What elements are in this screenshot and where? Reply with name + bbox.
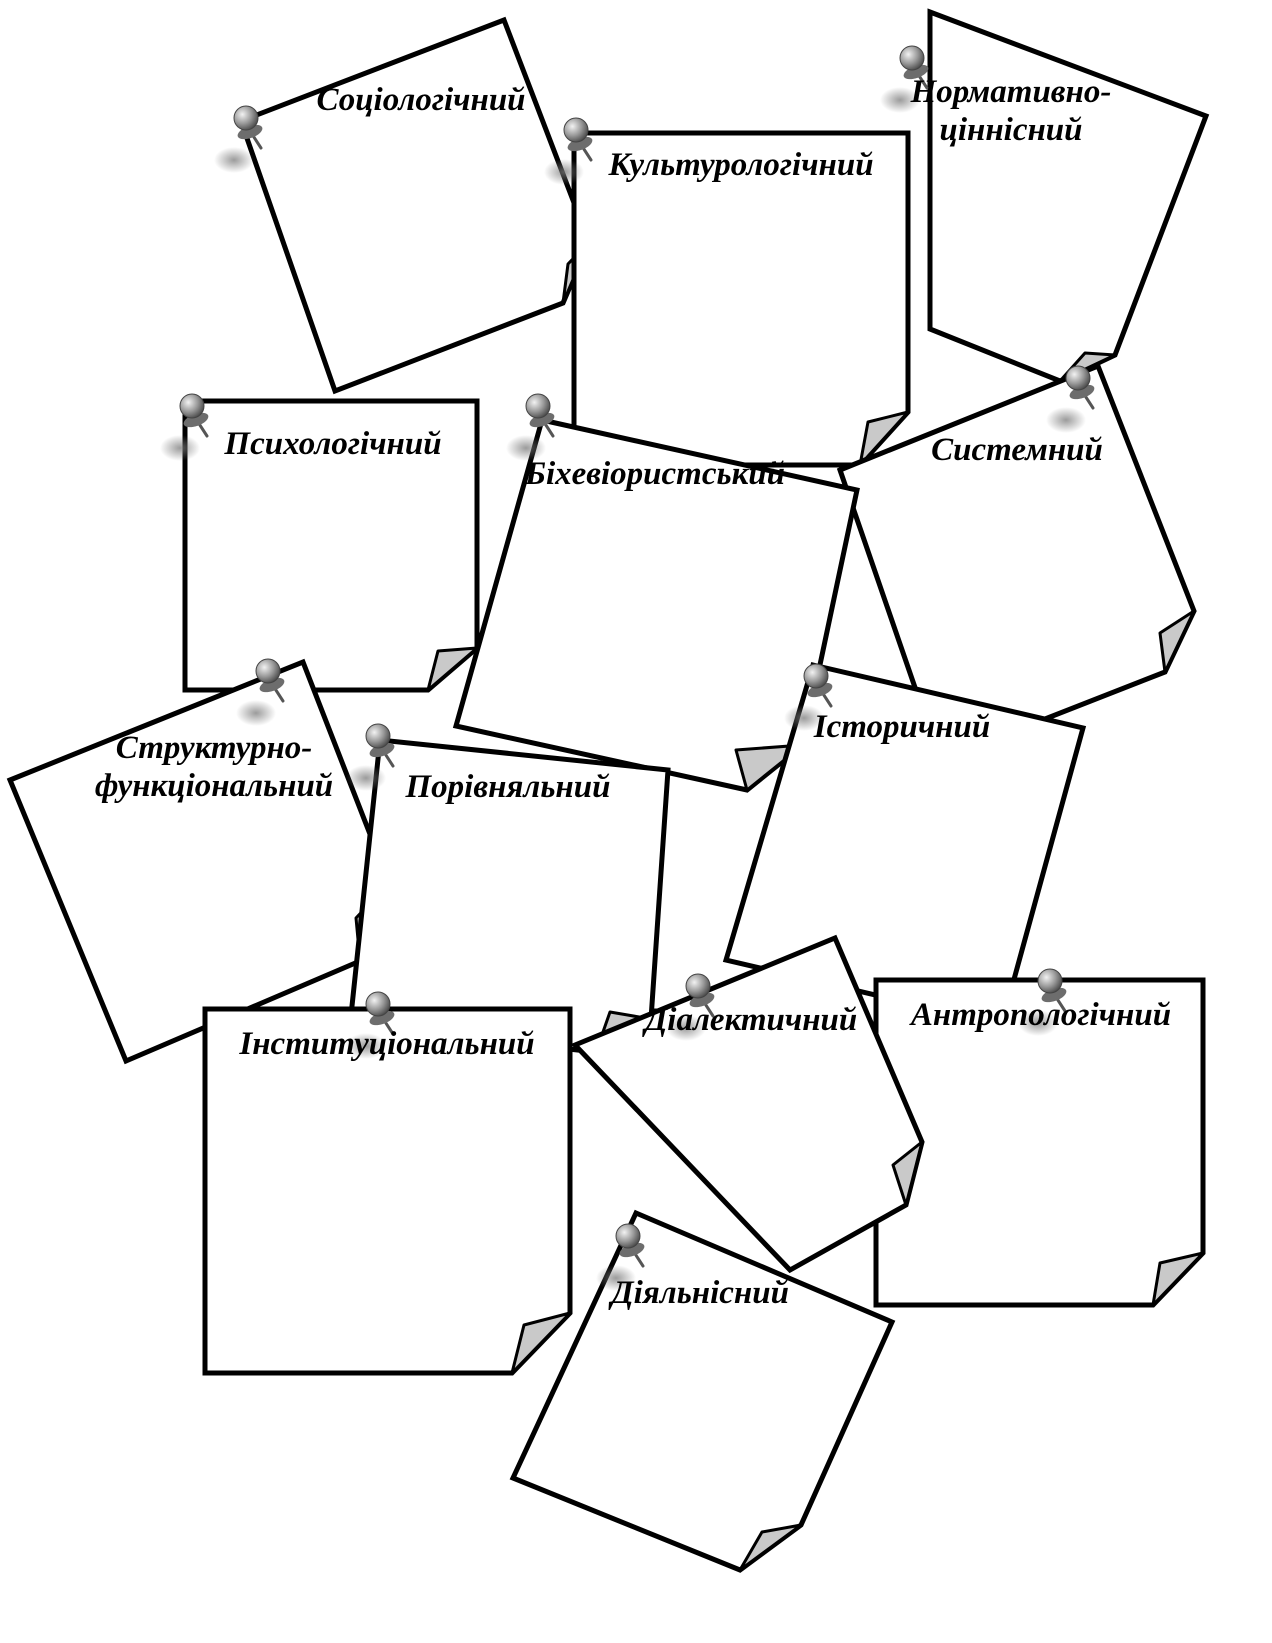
note-label-line: Культурологічний bbox=[607, 147, 873, 183]
note-label-line: Структурно- bbox=[116, 730, 313, 766]
note-label-line: Історичний bbox=[813, 709, 990, 745]
note-label: Порівняльний bbox=[405, 769, 611, 805]
note-label-line: Соціологічний bbox=[316, 82, 525, 118]
note-label: Діяльнісний bbox=[608, 1275, 789, 1311]
note-label-line: Антропологічний bbox=[909, 997, 1171, 1033]
sticky-note-kulturolohichnyi: Культурологічний bbox=[544, 118, 908, 465]
sticky-note-antropolohichnyi: Антропологічний bbox=[876, 969, 1203, 1305]
note-label: Діалектичний bbox=[642, 1002, 857, 1038]
note-label-line: Системний bbox=[931, 432, 1103, 468]
note-label: Системний bbox=[931, 432, 1103, 468]
note-paper bbox=[205, 1009, 570, 1373]
note-label-line: Порівняльний bbox=[405, 769, 611, 805]
note-label: Психологічний bbox=[223, 426, 441, 462]
sticky-note-psykholohichnyi: Психологічний bbox=[160, 394, 477, 690]
note-label-line: Інституціональний bbox=[238, 1026, 534, 1062]
note-label-line: функціональний bbox=[95, 768, 333, 804]
note-label-line: Психологічний bbox=[223, 426, 441, 462]
note-label: Антропологічний bbox=[909, 997, 1171, 1033]
sticky-note-instytutsionalnyi: Інституціональний bbox=[205, 992, 570, 1373]
note-label-line: Нормативно- bbox=[910, 74, 1112, 110]
note-label: Культурологічний bbox=[607, 147, 873, 183]
note-label-line: ціннісний bbox=[939, 112, 1082, 148]
note-paper bbox=[10, 662, 389, 1061]
note-label: Соціологічний bbox=[316, 82, 525, 118]
note-label: Інституціональний bbox=[238, 1026, 534, 1062]
note-paper bbox=[930, 12, 1206, 381]
note-label-line: Діяльнісний bbox=[608, 1275, 789, 1311]
note-label: Історичний bbox=[813, 709, 990, 745]
note-label-line: Біхевіористський bbox=[524, 456, 785, 492]
note-label: Біхевіористський bbox=[524, 456, 785, 492]
sticky-note-strukturno-funktsionalnyi: Структурно-функціональний bbox=[10, 659, 389, 1061]
sticky-note-porivnialnyi: Порівняльний bbox=[346, 724, 668, 1052]
sticky-note-normatyvno-tsinnisnyi: Нормативно-ціннісний bbox=[880, 12, 1206, 381]
sticky-note-sotsiolohichnyi: Соціологічний bbox=[214, 20, 589, 391]
note-label-line: Діалектичний bbox=[642, 1002, 857, 1038]
note-paper bbox=[241, 20, 589, 391]
